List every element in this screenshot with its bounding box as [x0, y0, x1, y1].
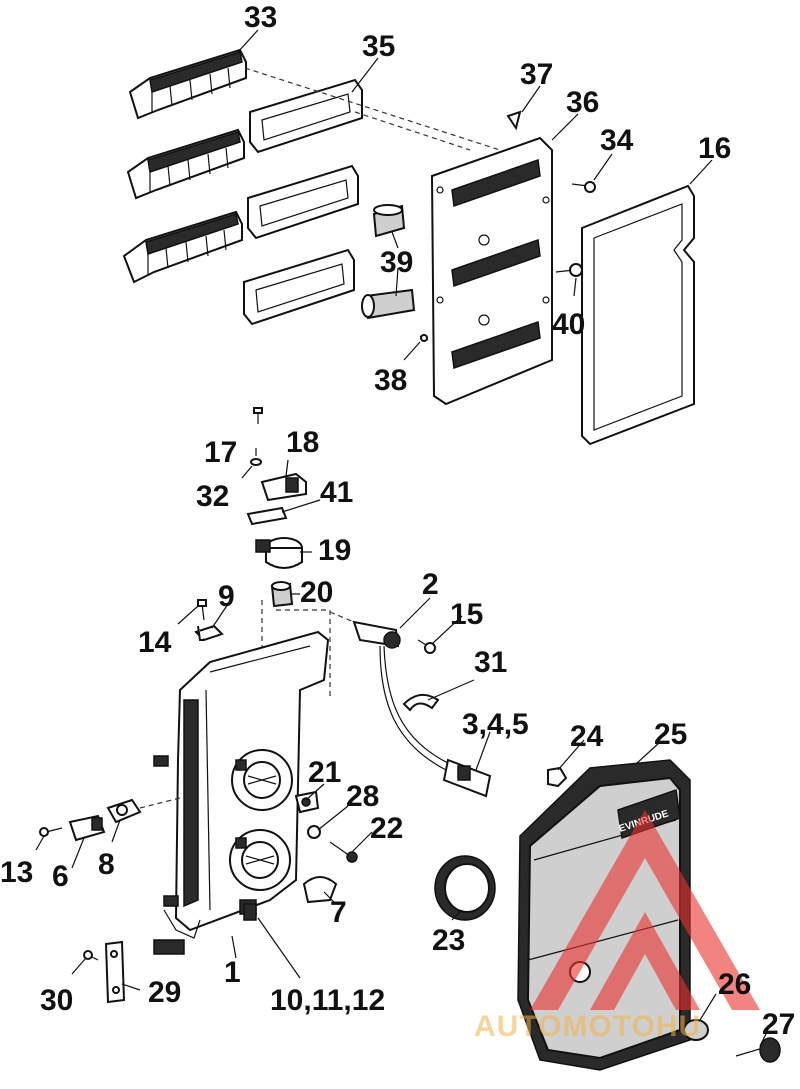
screw-22 — [329, 841, 358, 863]
label-9: 9 — [218, 580, 235, 613]
screw-14 — [197, 599, 207, 621]
seal-23 — [434, 855, 496, 921]
clip-21 — [294, 790, 320, 814]
cap-26 — [683, 1019, 709, 1041]
label-18: 18 — [286, 426, 319, 459]
label-23: 23 — [432, 924, 465, 957]
screw-37 — [506, 110, 522, 131]
label-10-11-12: 10,11,12 — [270, 984, 385, 1017]
connector-3-4-5 — [442, 758, 492, 798]
label-33: 33 — [244, 1, 277, 34]
bolt-40 — [555, 263, 583, 277]
screw-13 — [39, 827, 63, 837]
screw-34 — [571, 181, 596, 193]
label-7: 7 — [330, 896, 347, 929]
reed-block-middle — [126, 128, 245, 200]
gasket-41 — [246, 506, 288, 526]
bracket-29 — [104, 940, 126, 1004]
label-1: 1 — [224, 956, 241, 989]
intake-plate — [430, 136, 553, 406]
label-39: 39 — [380, 246, 413, 279]
screw-15 — [417, 639, 436, 654]
sensor-2 — [352, 620, 451, 771]
label-35: 35 — [362, 30, 395, 63]
valve-19 — [255, 537, 303, 569]
label-19: 19 — [318, 534, 351, 567]
label-6: 6 — [52, 860, 69, 893]
reed-gasket-middle — [247, 164, 359, 240]
label-40: 40 — [552, 308, 585, 341]
throttle-body-1 — [153, 630, 330, 955]
reed-gasket-top — [249, 78, 363, 154]
label-21: 21 — [308, 756, 341, 789]
label-17: 17 — [204, 436, 237, 469]
sensor-6 — [68, 814, 106, 842]
label-38: 38 — [374, 364, 407, 397]
label-13: 13 — [0, 856, 33, 889]
label-28: 28 — [346, 780, 379, 813]
label-34: 34 — [600, 124, 634, 157]
label-26: 26 — [718, 968, 751, 1001]
label-30: 30 — [40, 984, 73, 1017]
bushing-20 — [270, 581, 294, 608]
label-31: 31 — [474, 646, 507, 679]
adjust-screw-10-11-12 — [243, 903, 257, 921]
watermark-logo — [530, 810, 760, 1010]
label-2: 2 — [422, 568, 439, 601]
dowel-pin-upper — [372, 204, 406, 238]
reed-gasket-bottom — [243, 248, 355, 326]
label-36: 36 — [566, 86, 599, 119]
label-37: 37 — [520, 58, 553, 91]
label-15: 15 — [450, 598, 483, 631]
label-8: 8 — [98, 848, 115, 881]
label-16: 16 — [698, 132, 731, 165]
label-27: 27 — [762, 1008, 795, 1041]
label-3-4-5: 3,4,5 — [462, 708, 529, 741]
label-22: 22 — [370, 812, 403, 845]
clamp-31 — [402, 693, 440, 712]
reed-block-bottom — [122, 210, 243, 284]
watermark-text: AUTOMOTOHU — [474, 1010, 701, 1043]
label-20: 20 — [300, 576, 333, 609]
cover-gasket — [581, 184, 695, 446]
label-25: 25 — [654, 718, 687, 751]
label-29: 29 — [148, 976, 181, 1009]
gasket-8 — [106, 798, 142, 824]
bracket-9 — [194, 624, 224, 642]
label-24: 24 — [570, 720, 604, 753]
reed-block-top — [128, 48, 247, 120]
label-14: 14 — [138, 626, 172, 659]
label-32: 32 — [196, 480, 229, 513]
label-41: 41 — [320, 476, 353, 509]
nut-24 — [547, 766, 568, 788]
pin-38 — [419, 334, 429, 342]
dowel-pin-lower — [361, 288, 416, 320]
sensor-housing-18 — [260, 472, 307, 502]
bolt-27 — [735, 1037, 781, 1063]
o-ring-32 — [250, 458, 262, 466]
screw-17 — [253, 407, 263, 424]
washer-28 — [307, 825, 321, 839]
screw-30 — [83, 950, 99, 961]
